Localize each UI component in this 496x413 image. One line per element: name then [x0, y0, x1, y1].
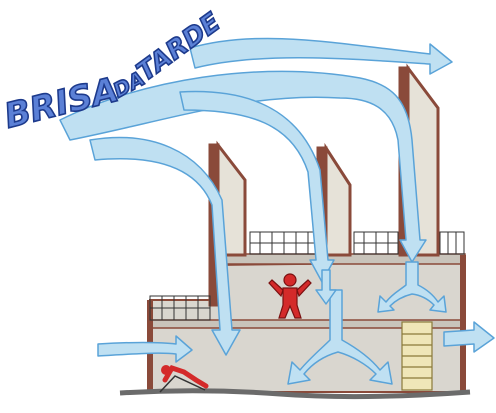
- right-outer-wall: [460, 255, 466, 392]
- wind-arrow-icon: [98, 336, 192, 362]
- wind-arrow-icon: [190, 38, 452, 74]
- staircase-icon: [402, 322, 432, 390]
